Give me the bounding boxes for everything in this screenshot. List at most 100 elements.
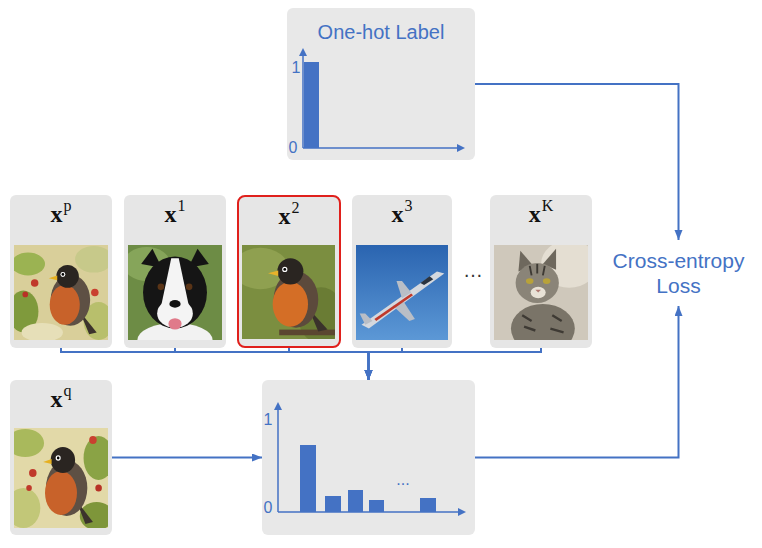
drawing-part (268, 270, 278, 276)
axis-value: 0 (262, 498, 274, 517)
drawing-part (516, 263, 559, 303)
flow-arrow (61, 348, 369, 380)
drawing-part (374, 293, 413, 321)
cat-photo (494, 245, 588, 340)
drawing-part (45, 471, 77, 515)
vector-symbol: x (51, 201, 63, 227)
drawing-part (31, 279, 39, 287)
drawing-part (511, 304, 575, 340)
vector-symbol: x (279, 203, 291, 229)
drawing-part (273, 282, 308, 327)
robin-photo (242, 245, 335, 339)
drawing-part (300, 445, 316, 512)
drawing-part (169, 300, 180, 308)
vector-symbol: x (529, 201, 541, 227)
drawing-part (279, 330, 335, 336)
drawing-part (526, 278, 534, 284)
dog-photo (128, 245, 222, 340)
label-panel: One-hot Label 1 0 (287, 8, 475, 160)
vector-symbol: x (165, 201, 177, 227)
card-caption: x1 (124, 201, 226, 228)
drawing-part (50, 285, 80, 325)
axis-value: ... (386, 470, 420, 489)
ellipsis-mark: … (461, 258, 485, 282)
drawing-part (543, 278, 551, 284)
drawing-part (457, 144, 465, 152)
image-card: x1 (124, 195, 226, 348)
drawing-part (458, 508, 466, 516)
jet-photo (356, 245, 448, 340)
flow-arrow (112, 457, 262, 459)
drawing-part (283, 268, 286, 271)
loss-label: Cross-entropy Loss (596, 248, 761, 298)
image-card: xK (490, 195, 592, 348)
drawing-part (535, 290, 541, 293)
selected-image-card: x2 (237, 195, 341, 348)
drawing-part (22, 323, 63, 340)
loss-node: Cross-entropy Loss (596, 240, 761, 306)
drawing-part (158, 283, 165, 290)
image-card: x3 (352, 195, 452, 348)
axis-value: 1 (290, 58, 302, 77)
vector-index: K (542, 197, 554, 214)
vector-symbol: x (392, 201, 404, 227)
drawing-part (304, 62, 319, 148)
drawing-part (60, 272, 65, 277)
flow-arrow (369, 348, 542, 380)
axis-value: 0 (287, 138, 299, 157)
drawing-part (302, 54, 304, 148)
drawing-part (530, 264, 545, 275)
drawing-part (277, 408, 279, 512)
drawing-part (49, 275, 57, 280)
flow-arrow (175, 348, 369, 380)
drawing-part (277, 258, 303, 284)
card-caption: x2 (239, 203, 339, 230)
drawing-part (91, 289, 99, 297)
prediction-panel: 1 0... (262, 380, 475, 535)
panel-title: One-hot Label (287, 20, 475, 44)
drawing-part (143, 256, 207, 328)
drawing-part (56, 455, 61, 460)
prediction-chart (262, 380, 475, 535)
drawing-part (56, 265, 79, 288)
drawing-part (14, 488, 40, 528)
card-caption: x3 (352, 201, 452, 228)
drawing-part (14, 253, 45, 276)
drawing-part (369, 500, 384, 512)
drawing-part (303, 147, 459, 149)
flow-arrow (289, 348, 369, 380)
vector-index: 3 (405, 197, 413, 214)
card-caption: xp (10, 201, 112, 228)
drawing-part (14, 429, 44, 457)
vector-index: 1 (178, 197, 186, 214)
drawing-part (26, 485, 32, 491)
robin-photo (14, 428, 108, 528)
drawing-part (362, 272, 445, 329)
drawing-part (420, 498, 436, 512)
drawing-part (95, 485, 102, 492)
drawing-part (22, 292, 28, 298)
drawing-part (325, 496, 341, 512)
axis-value: 1 (262, 410, 274, 429)
image-card: xp (10, 195, 112, 348)
drawing-part (522, 315, 563, 332)
drawing-part (531, 287, 546, 298)
card-caption: xK (490, 201, 592, 228)
drawing-part (62, 273, 65, 276)
query-card: xq (10, 380, 112, 535)
vector-symbol: x (51, 386, 63, 412)
card-caption: xq (10, 386, 112, 413)
drawing-part (168, 318, 181, 329)
drawing-part (43, 459, 51, 464)
vector-index: q (64, 382, 72, 399)
vector-index: p (64, 197, 72, 214)
drawing-part (89, 436, 97, 444)
drawing-part (57, 457, 60, 460)
drawing-part (29, 469, 37, 477)
drawing-part (299, 48, 307, 56)
drawing-part (282, 267, 287, 272)
drawing-part (75, 246, 108, 273)
robin-photo (14, 245, 108, 340)
drawing-part (348, 490, 363, 512)
drawing-part (360, 313, 373, 324)
